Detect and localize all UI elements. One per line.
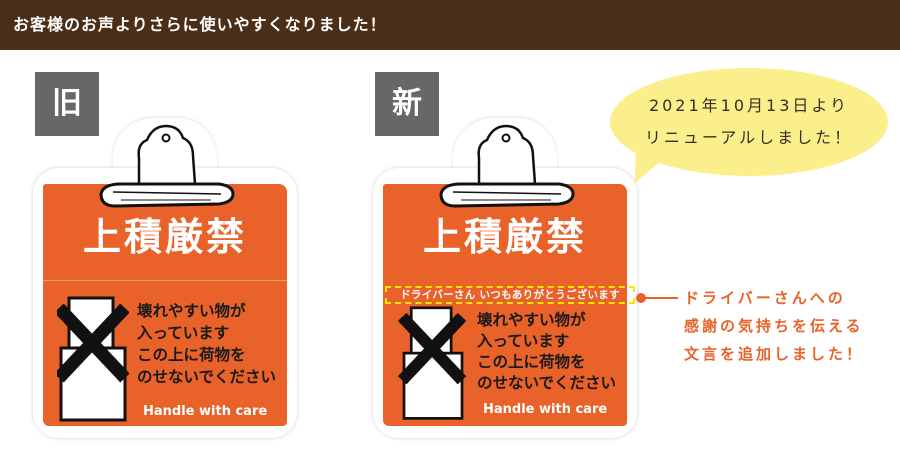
callout-line-1: ドライバーさんへの bbox=[684, 289, 846, 307]
old-badge: 旧 bbox=[35, 72, 99, 136]
warning-line: この上に荷物を bbox=[137, 346, 246, 364]
clipboard-clip-icon bbox=[439, 124, 575, 208]
new-badge: 新 bbox=[375, 72, 439, 136]
warning-line: 壊れやすい物が bbox=[477, 311, 586, 329]
handle-with-care-text: Handle with care bbox=[143, 404, 268, 419]
callout-leader-line bbox=[640, 297, 678, 299]
handle-with-care-text: Handle with care bbox=[483, 402, 608, 417]
renewal-announcement: 2021年10月13日より リニューアルしました！ bbox=[610, 90, 888, 154]
warning-text: 壊れやすい物が 入っています この上に荷物を のせないでください bbox=[137, 300, 276, 388]
renewal-message-line: リニューアルしました！ bbox=[644, 128, 854, 147]
old-label-card: 上積厳禁 壊れやすい物が 入っています この上に荷物を のせないでください Ha… bbox=[33, 118, 297, 438]
warning-text: 壊れやすい物が 入っています この上に荷物を のせないでください bbox=[477, 310, 616, 394]
new-label-card: 上積厳禁 ドライバーさん いつもありがとうございます 壊れやすい物が 入っていま… bbox=[373, 118, 637, 438]
fragile-stack-icon bbox=[57, 296, 129, 422]
warning-line: のせないでください bbox=[137, 368, 277, 386]
warning-line: この上に荷物を bbox=[477, 353, 586, 371]
callout-line-2: 感謝の気持ちを伝える bbox=[684, 317, 864, 335]
warning-line: 壊れやすい物が bbox=[137, 302, 246, 320]
fold-line bbox=[43, 280, 287, 281]
clipboard-clip-icon bbox=[99, 124, 235, 208]
fragile-stack-icon bbox=[397, 306, 467, 420]
driver-thanks-banner: ドライバーさん いつもありがとうございます bbox=[385, 286, 635, 304]
main-title: 上積厳禁 bbox=[422, 215, 587, 259]
warning-line: 入っています bbox=[477, 332, 570, 350]
callout-line-3: 文言を追加しました！ bbox=[684, 345, 865, 363]
speech-bubble bbox=[610, 68, 888, 176]
warning-line: 入っています bbox=[137, 324, 230, 342]
callout-note: ドライバーさんへの 感謝の気持ちを伝える 文言を追加しました！ bbox=[684, 284, 864, 368]
main-title: 上積厳禁 bbox=[82, 215, 247, 259]
renewal-date-line: 2021年10月13日より bbox=[648, 96, 850, 115]
warning-line: のせないでください bbox=[477, 374, 617, 392]
header-banner: お客様のお声よりさらに使いやすくなりました！ bbox=[0, 0, 900, 50]
